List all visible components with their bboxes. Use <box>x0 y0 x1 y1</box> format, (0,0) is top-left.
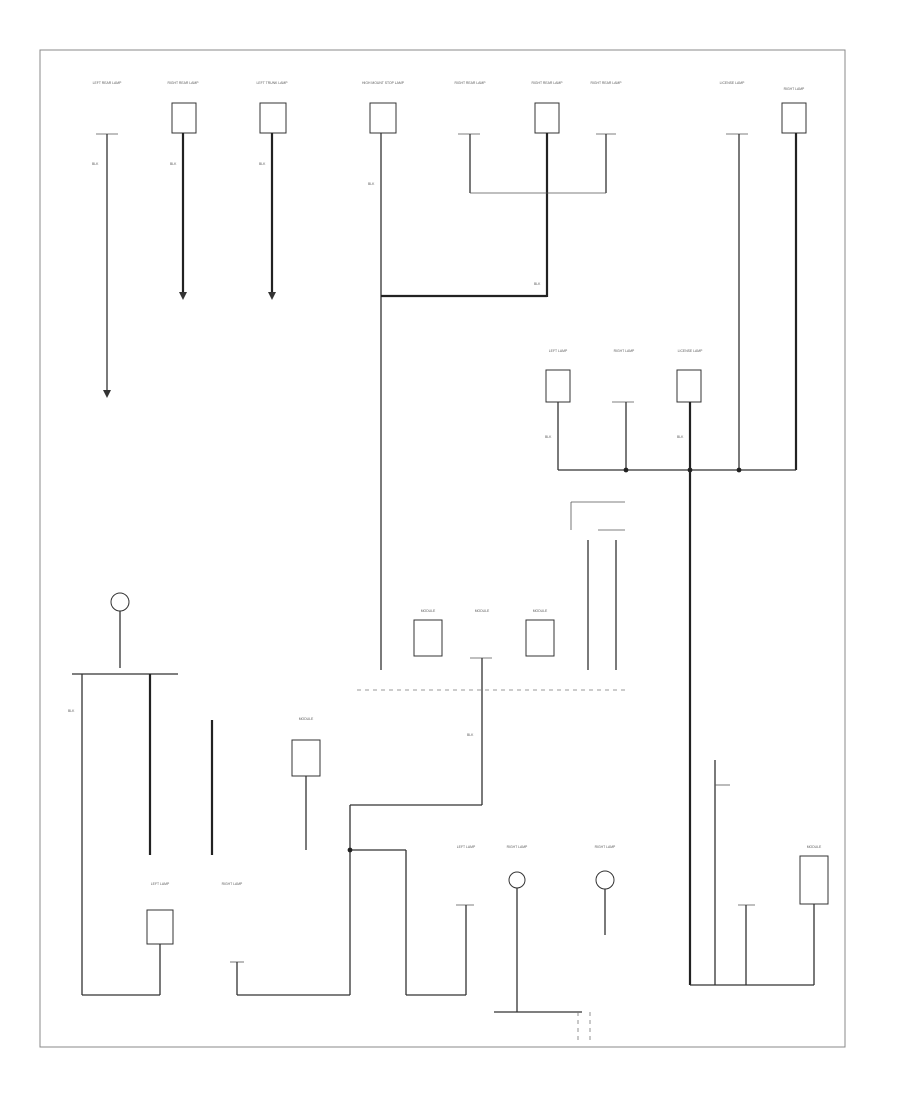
label-bottom-7: MODULE <box>807 845 822 849</box>
wire-code-9: BLK <box>467 733 474 737</box>
label-top-8: LICENSE LAMP <box>720 81 745 85</box>
center-modules <box>347 619 628 996</box>
wire-code-3: BLK <box>259 162 266 166</box>
label-top-7: RIGHT REAR LAMP <box>590 81 622 85</box>
label-mid-3: LICENSE LAMP <box>678 349 703 353</box>
left-lower-components <box>72 592 350 996</box>
label-bottom-2: RIGHT LAMP <box>222 882 243 886</box>
label-top-9: RIGHT LAMP <box>784 87 805 91</box>
wire-code-6: BLK <box>545 435 552 439</box>
mid-right-components <box>545 369 796 985</box>
top-components <box>96 102 807 670</box>
bottom-right-components <box>456 760 829 1040</box>
label-module-3: MODULE <box>533 609 548 613</box>
label-bottom-6: RIGHT LAMP <box>595 845 616 849</box>
labels: LEFT REAR LAMP RIGHT REAR LAMP LEFT TRUN… <box>68 81 822 886</box>
label-mid-1: LEFT LAMP <box>549 349 568 353</box>
wire-code-8: BLK <box>68 709 75 713</box>
diagram-border <box>39 49 846 1048</box>
label-bottom-5: RIGHT LAMP <box>507 845 528 849</box>
label-bottom-1: LEFT LAMP <box>151 882 170 886</box>
label-top-2: RIGHT REAR LAMP <box>167 81 199 85</box>
label-top-1: LEFT REAR LAMP <box>93 81 123 85</box>
label-top-4: HIGH MOUNT STOP LAMP <box>362 81 405 85</box>
label-top-6: RIGHT REAR LAMP <box>531 81 563 85</box>
wire-code-1: BLK <box>92 162 99 166</box>
label-bottom-4: LEFT LAMP <box>457 845 476 849</box>
label-mid-2: RIGHT LAMP <box>614 349 635 353</box>
wire-code-4: BLK <box>368 182 375 186</box>
label-bottom-3: MODULE <box>299 717 314 721</box>
wire-code-2: BLK <box>170 162 177 166</box>
wire-code-5: BLK <box>534 282 541 286</box>
label-module-2: MODULE <box>475 609 490 613</box>
label-top-5: RIGHT REAR LAMP <box>454 81 486 85</box>
label-top-3: LEFT TRUNK LAMP <box>257 81 289 85</box>
label-module-1: MODULE <box>421 609 436 613</box>
wire-code-7: BLK <box>677 435 684 439</box>
